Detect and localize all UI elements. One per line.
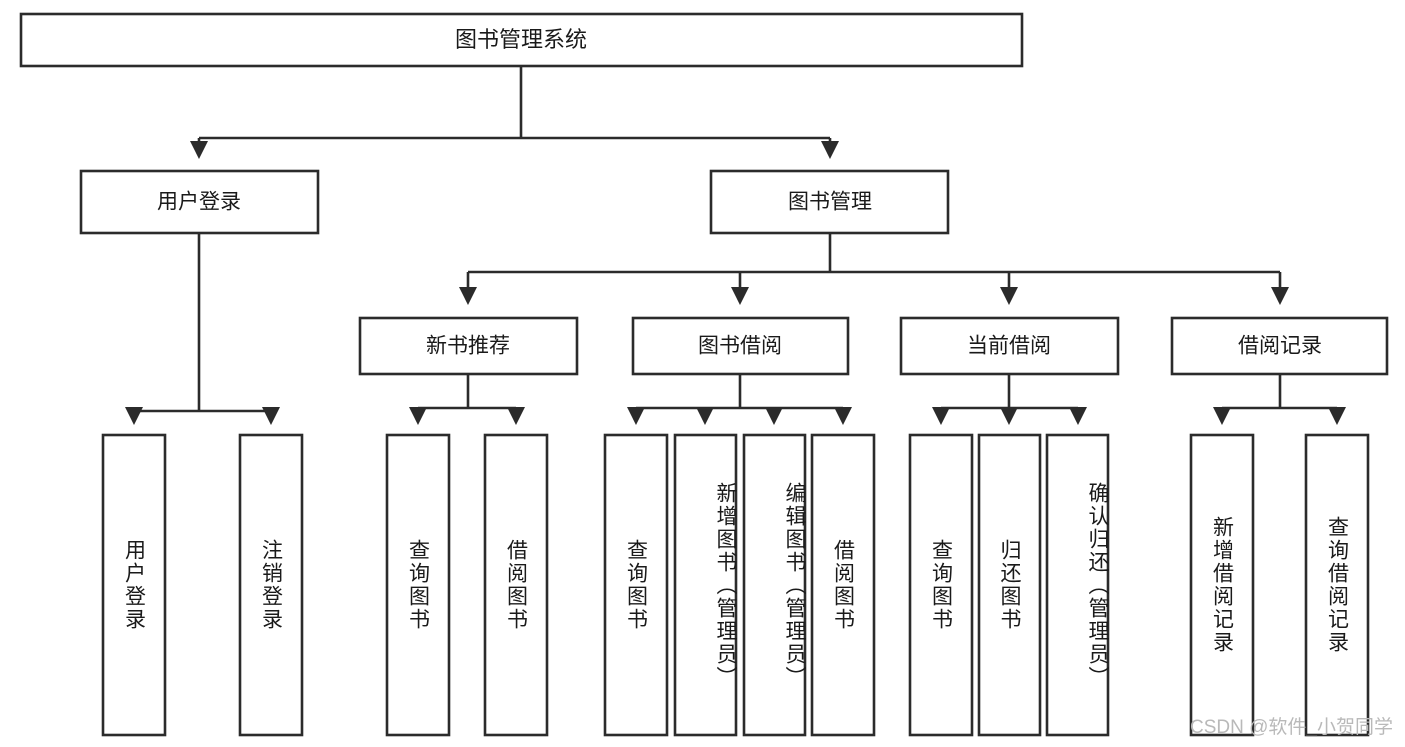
leaf-box-query-book-current[interactable]	[908, 433, 974, 737]
node-root-label: 图书管理系统	[455, 27, 587, 52]
node-new-book-recommend-label: 新书推荐	[426, 335, 510, 358]
node-current-borrow-label: 当前借阅	[967, 335, 1051, 358]
node-book-borrow-label: 图书借阅	[698, 335, 782, 358]
leaf-box-return-book[interactable]	[977, 433, 1042, 737]
connector-currentborrow-to-leaves	[931, 374, 1088, 426]
leaf-box-logout[interactable]	[238, 433, 304, 737]
connector-root-to-level2	[189, 66, 840, 160]
node-book-borrow[interactable]: 图书借阅	[631, 316, 850, 376]
watermark-text: CSDN @软件_小贺同学	[1190, 717, 1393, 738]
node-current-borrow[interactable]: 当前借阅	[899, 316, 1120, 376]
connector-records-to-leaves	[1212, 374, 1347, 426]
leaf-box-edit-book-admin[interactable]	[742, 433, 807, 737]
leaf-box-user-login[interactable]	[101, 433, 167, 737]
connector-recommend-to-leaves	[408, 374, 526, 426]
node-borrow-records-label: 借阅记录	[1238, 335, 1322, 358]
leaf-box-confirm-return-admin[interactable]	[1045, 433, 1110, 737]
node-user-login[interactable]: 用户登录	[79, 169, 320, 235]
connector-borrow-to-leaves	[626, 374, 853, 426]
leaf-box-add-borrow-record[interactable]	[1189, 433, 1255, 737]
leaf-box-borrow-book-recommend[interactable]	[483, 433, 549, 737]
leaf-box-query-book-borrow[interactable]	[603, 433, 669, 737]
node-book-management-label: 图书管理	[788, 191, 872, 214]
node-new-book-recommend[interactable]: 新书推荐	[358, 316, 579, 376]
leaf-box-add-book-admin[interactable]	[673, 433, 738, 737]
connector-userlogin-to-leaves	[124, 233, 281, 426]
leaf-box-query-borrow-record[interactable]	[1304, 433, 1370, 737]
node-book-management[interactable]: 图书管理	[709, 169, 950, 235]
node-root-book-management-system[interactable]: 图书管理系统	[19, 12, 1024, 68]
node-user-login-label: 用户登录	[157, 191, 241, 214]
connector-bookmgmt-to-level3	[458, 233, 1290, 306]
leaf-box-query-book-recommend[interactable]	[385, 433, 451, 737]
node-borrow-records[interactable]: 借阅记录	[1170, 316, 1389, 376]
leaf-box-borrow-book[interactable]	[810, 433, 876, 737]
